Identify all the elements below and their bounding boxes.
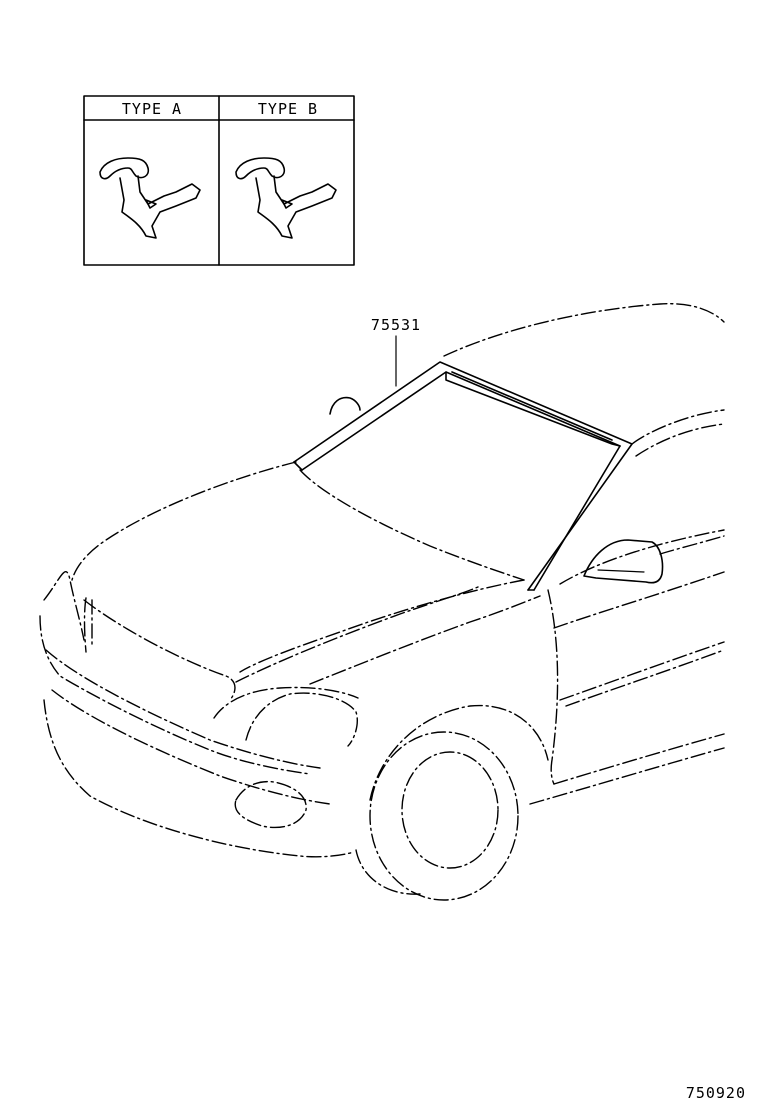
diagram-code: 750920 [686, 1084, 746, 1102]
type-b-section-profile [235, 157, 337, 239]
type-inset-box: TYPE A TYPE B [83, 95, 355, 266]
windshield-moulding [293, 361, 633, 591]
type-a-label: TYPE A [122, 100, 182, 118]
part-callout: 75531 [371, 316, 421, 387]
part-number-label: 75531 [371, 316, 421, 334]
car-outline [39, 302, 725, 901]
type-b-label: TYPE B [258, 100, 318, 118]
type-a-section-profile [99, 157, 201, 239]
